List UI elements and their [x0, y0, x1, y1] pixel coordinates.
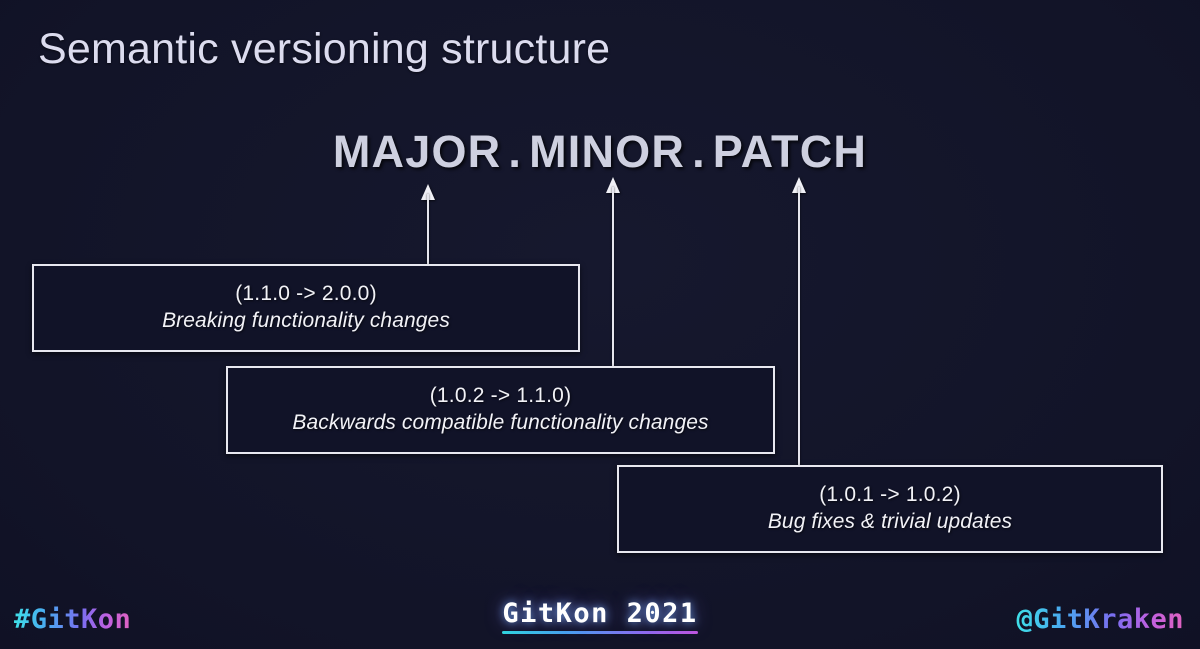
headline-patch: PATCH: [712, 126, 868, 177]
headline-separator-2: .: [692, 126, 706, 177]
arrow-head: [792, 177, 806, 193]
arrow-shaft: [798, 187, 800, 467]
semver-headline: MAJOR.MINOR.PATCH: [0, 126, 1200, 178]
headline-minor: MINOR: [529, 126, 686, 177]
footer-brand-label: GitKon 2021: [502, 598, 698, 629]
arrow-head: [606, 177, 620, 193]
page-title: Semantic versioning structure: [38, 25, 611, 73]
callout-description: Bug fixes & trivial updates: [767, 510, 1013, 533]
callout-box-patch: (1.0.1 -> 1.0.2) Bug fixes & trivial upd…: [617, 465, 1163, 553]
footer-hashtag: #GitKon: [14, 604, 132, 635]
callout-description: Backwards compatible functionality chang…: [292, 411, 709, 434]
callout-version: (1.0.1 -> 1.0.2): [819, 483, 961, 507]
arrow-shaft: [427, 194, 429, 266]
callout-version: (1.0.2 -> 1.1.0): [429, 384, 572, 408]
arrow-shaft: [612, 187, 614, 367]
callout-box-minor: (1.0.2 -> 1.1.0) Backwards compatible fu…: [226, 366, 775, 454]
footer-brand: GitKon 2021: [502, 598, 698, 637]
footer-social-handle: @GitKraken: [1016, 604, 1184, 635]
arrow-up-icon-patch: [792, 177, 806, 467]
arrow-up-icon-major: [421, 184, 435, 266]
arrow-up-icon-minor: [606, 177, 620, 367]
arrow-head: [421, 184, 435, 200]
headline-major: MAJOR: [332, 126, 502, 177]
callout-box-major: (1.1.0 -> 2.0.0) Breaking functionality …: [32, 264, 580, 352]
callout-version: (1.1.0 -> 2.0.0): [235, 282, 377, 306]
footer-brand-container: GitKon 2021: [0, 598, 1200, 637]
footer-brand-underline: [502, 631, 698, 634]
callout-description: Breaking functionality changes: [162, 309, 450, 332]
headline-separator-1: .: [508, 126, 523, 177]
